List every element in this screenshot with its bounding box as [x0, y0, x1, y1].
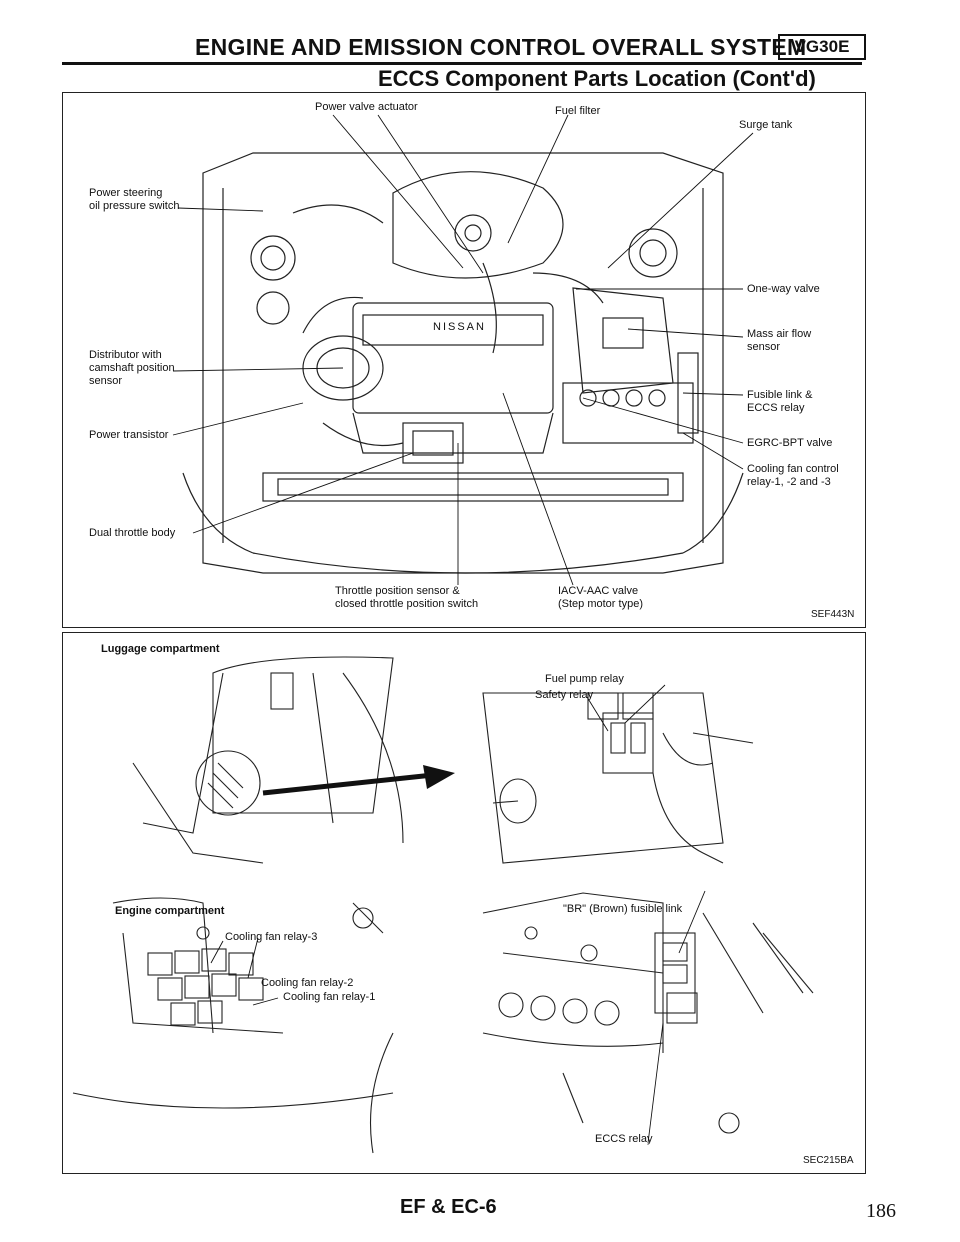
label-line: camshaft position: [89, 362, 175, 374]
label-surge-tank: Surge tank: [739, 119, 793, 131]
label-power-valve-actuator: Power valve actuator: [315, 101, 418, 113]
label-mass-air-flow-sensor: Mass air flow sensor: [747, 328, 811, 354]
label-line: Distributor with: [89, 349, 162, 361]
label-line: (Step motor type): [558, 598, 643, 610]
label-egrc-bpt-valve: EGRC-BPT valve: [747, 437, 833, 449]
figure-code: SEC215BA: [803, 1155, 854, 1166]
figure-code: SEF443N: [811, 609, 855, 620]
label-line: Throttle position sensor &: [335, 585, 460, 597]
label-line: IACV-AAC valve: [558, 585, 639, 597]
relay-location-drawing: [72, 656, 814, 1154]
label-throttle-position-sensor: Throttle position sensor & closed thrott…: [335, 585, 478, 611]
section-footer: EF & EC-6: [400, 1196, 497, 1218]
engine-badge-text: NISSAN: [433, 321, 486, 333]
label-line: Mass air flow: [747, 328, 812, 340]
page-number: 186: [866, 1200, 896, 1222]
arrow-graphic: [262, 765, 455, 796]
label-cooling-fan-control-relay: Cooling fan control relay-1, -2 and -3: [747, 463, 839, 489]
label-line: ECCS relay: [747, 402, 805, 414]
label-cooling-fan-relay-2: Cooling fan relay-2: [261, 977, 354, 989]
label-br-fusible-link: "BR" (Brown) fusible link: [563, 903, 683, 915]
label-distributor: Distributor with camshaft position senso…: [89, 349, 175, 388]
page-subtitle: ECCS Component Parts Location (Cont'd): [378, 66, 816, 91]
page-title: ENGINE AND EMISSION CONTROL OVERALL SYST…: [195, 34, 807, 60]
label-line: oil pressure switch: [89, 200, 180, 212]
label-luggage-compartment: Luggage compartment: [101, 643, 220, 655]
relay-location-figure: Luggage compartment Fuel pump relay Safe…: [62, 632, 866, 1174]
label-line: closed throttle position switch: [335, 598, 479, 610]
engine-bay-figure: Power valve actuator Fuel filter Surge t…: [62, 92, 866, 628]
label-line: Fusible link &: [747, 389, 813, 401]
label-line: Cooling fan control: [747, 463, 839, 475]
label-line: relay-1, -2 and -3: [747, 476, 831, 488]
label-cooling-fan-relay-1: Cooling fan relay-1: [283, 991, 376, 1003]
label-line: Power steering: [89, 187, 163, 199]
label-fuel-pump-relay: Fuel pump relay: [545, 673, 624, 685]
label-cooling-fan-relay-3: Cooling fan relay-3: [225, 931, 318, 943]
label-fusible-link-eccs-relay: Fusible link & ECCS relay: [747, 389, 812, 415]
label-iacv-aac-valve: IACV-AAC valve (Step motor type): [558, 585, 643, 611]
label-power-steering-switch: Power steering oil pressure switch: [89, 187, 179, 213]
label-fuel-filter: Fuel filter: [555, 105, 601, 117]
label-line: sensor: [89, 375, 123, 387]
engine-code-badge: VG30E: [778, 34, 866, 60]
engine-bay-drawing: [172, 114, 754, 586]
label-engine-compartment: Engine compartment: [115, 905, 225, 917]
label-line: sensor: [747, 341, 781, 353]
label-one-way-valve: One-way valve: [747, 283, 820, 295]
label-safety-relay: Safety relay: [535, 689, 594, 701]
label-eccs-relay: ECCS relay: [595, 1133, 653, 1145]
header-rule: [62, 62, 862, 65]
label-dual-throttle-body: Dual throttle body: [89, 527, 176, 539]
label-power-transistor: Power transistor: [89, 429, 169, 441]
